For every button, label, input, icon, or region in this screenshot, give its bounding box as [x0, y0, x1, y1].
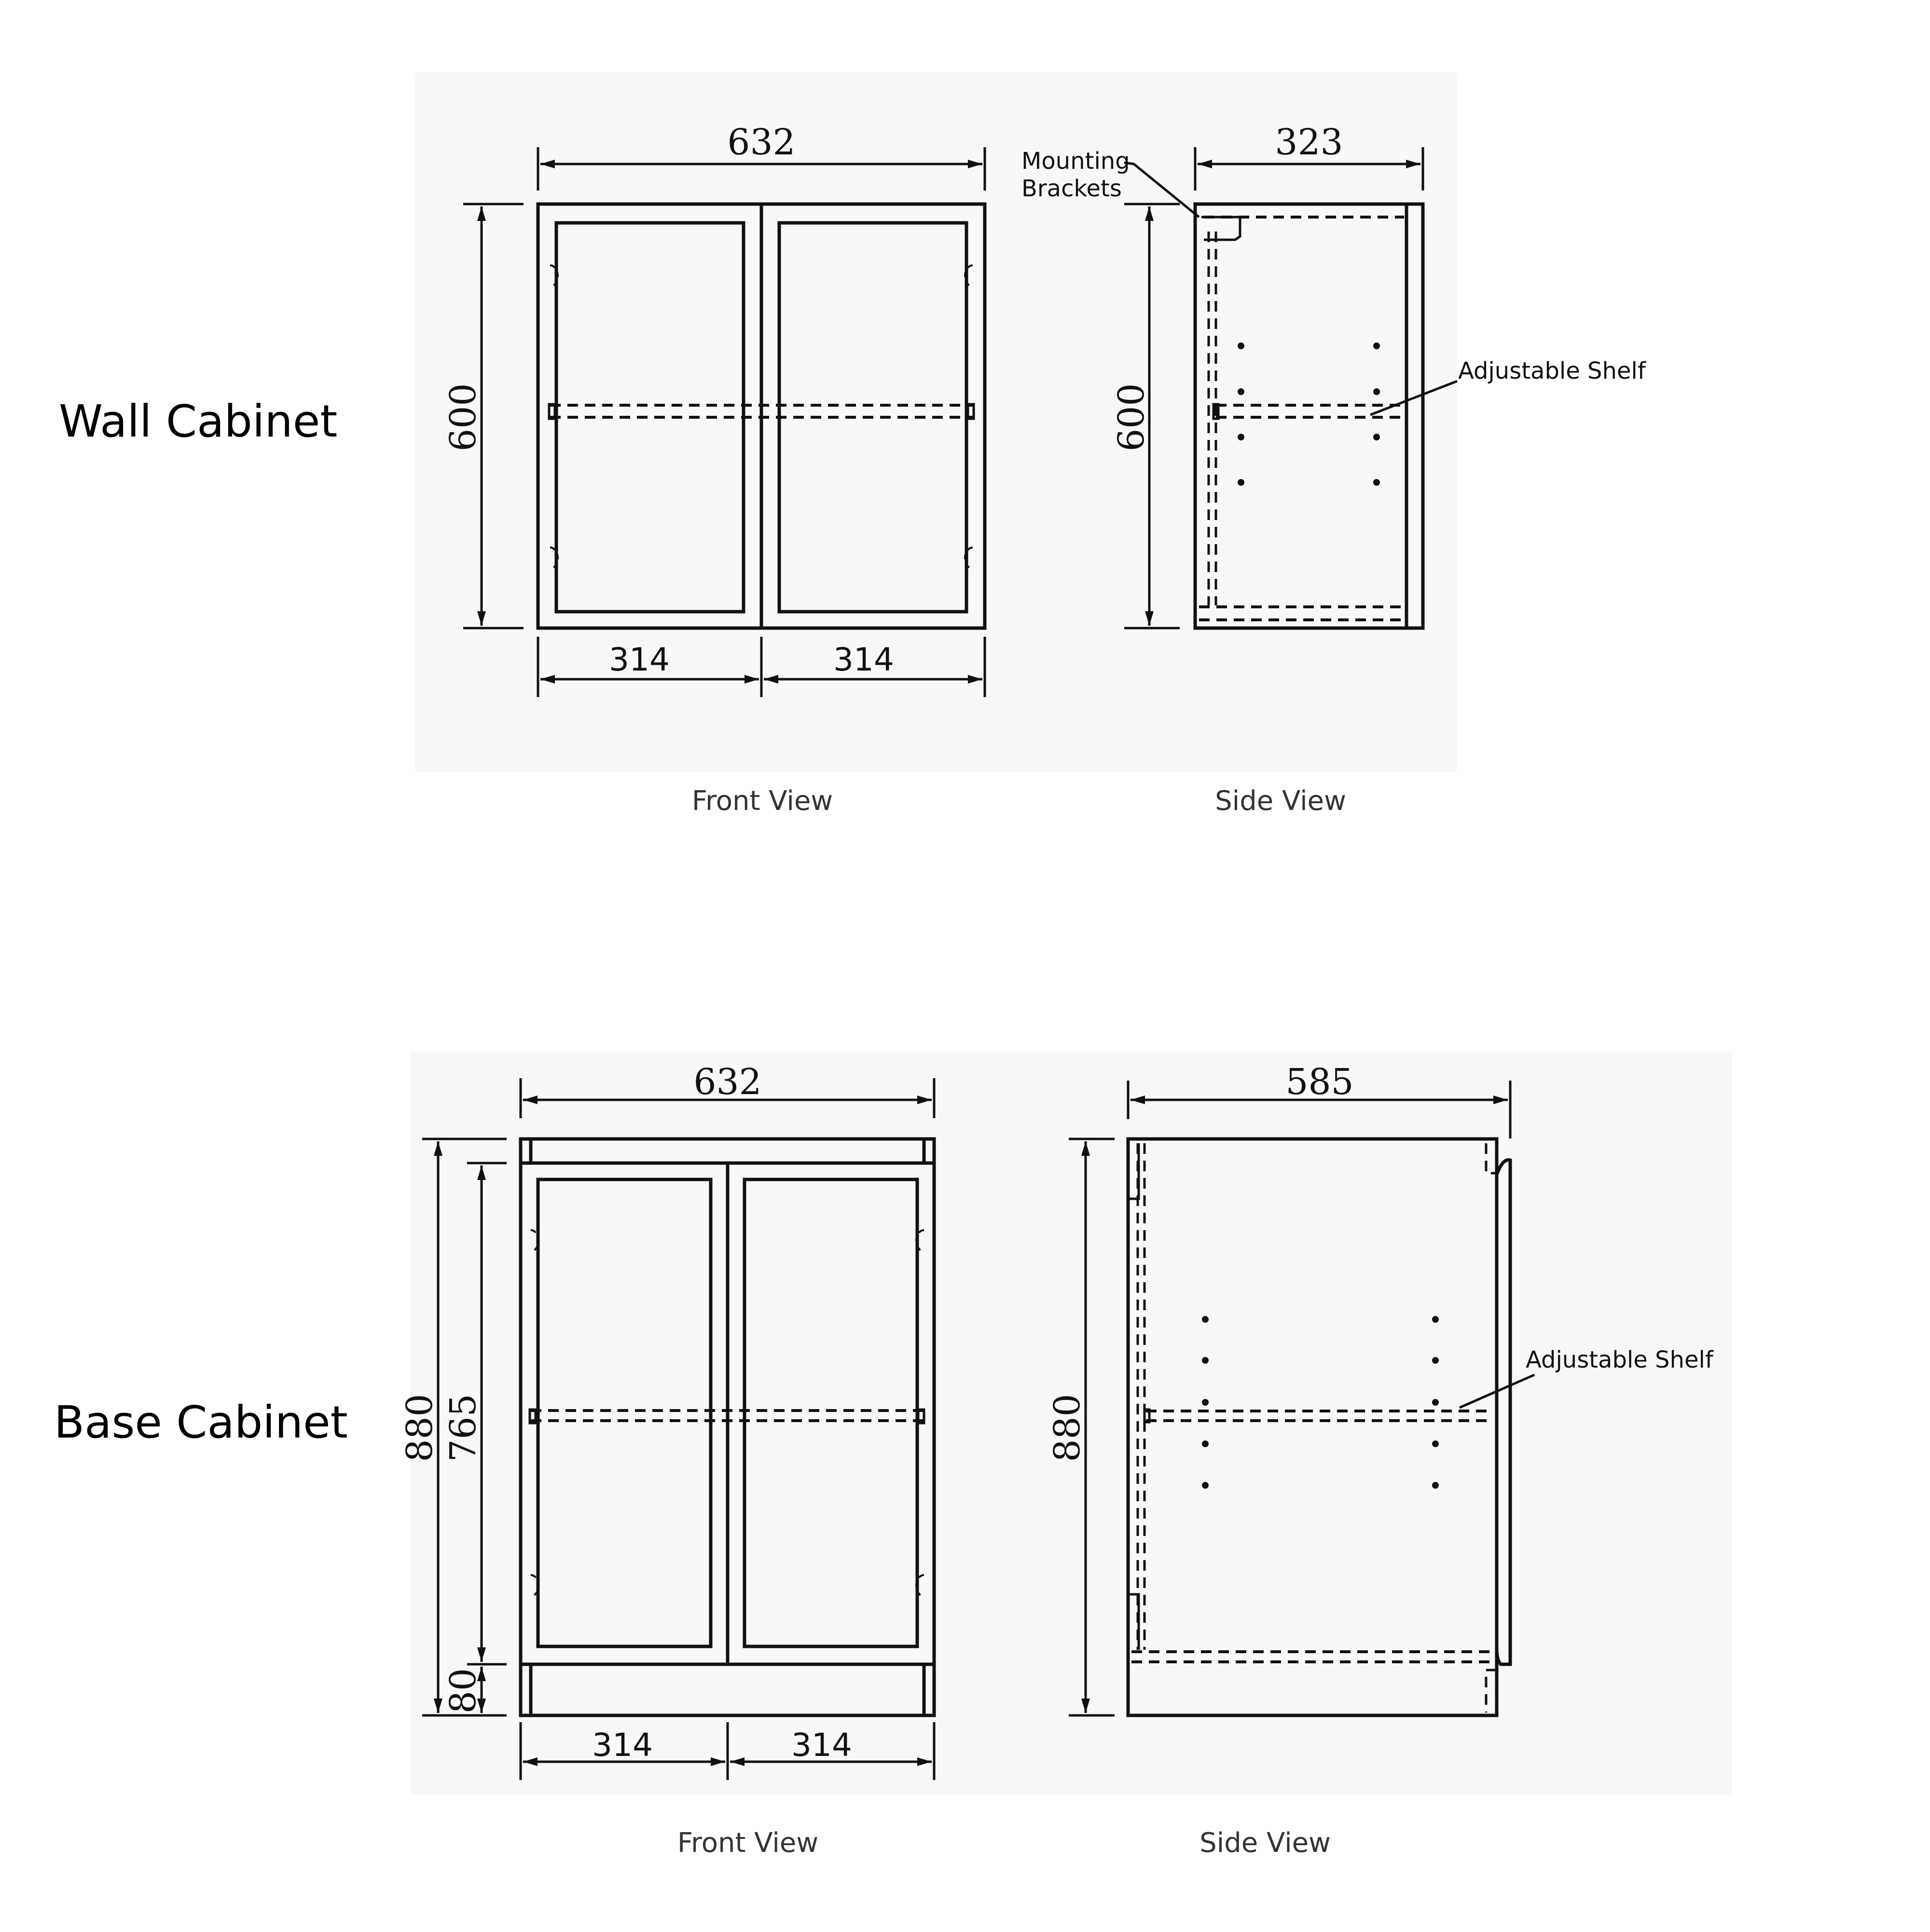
- base-side-view: 585 880 Adjustable Shelf: [1047, 1061, 1714, 1717]
- base-front-door-left-width-dim: 314: [592, 1726, 653, 1764]
- base-side-height-dim: 880: [1047, 1394, 1088, 1462]
- base-adjustable-shelf-callout: Adjustable Shelf: [1526, 1346, 1714, 1373]
- base-front-view: 632 880 765 80: [399, 1061, 936, 1780]
- mounting-bracket-icon: [1201, 216, 1241, 241]
- base-front-door-right-width-dim: 314: [791, 1726, 852, 1764]
- base-front-kick-height-dim: 80: [442, 1668, 484, 1713]
- base-cabinet-label: Base Cabinet: [54, 1397, 348, 1448]
- wall-side-view: 323 600 Mounting Brackets Adjustable She: [1021, 122, 1646, 630]
- wall-front-door-left-width-dim: 314: [609, 641, 670, 678]
- mounting-brackets-callout-line2: Brackets: [1021, 175, 1122, 202]
- wall-cabinet-label: Wall Cabinet: [59, 396, 338, 447]
- mounting-brackets-callout-line1: Mounting: [1021, 148, 1130, 175]
- wall-side-height-dim: 600: [1111, 383, 1152, 451]
- wall-side-view-label: Side View: [1215, 785, 1346, 817]
- base-front-width-dim: 632: [693, 1061, 761, 1103]
- base-front-total-height-dim: 880: [399, 1394, 441, 1462]
- wall-front-view: 632 600 314 314: [442, 122, 987, 697]
- base-side-depth-dim: 585: [1285, 1061, 1353, 1103]
- wall-adjustable-shelf-callout: Adjustable Shelf: [1458, 357, 1646, 384]
- base-front-view-label: Front View: [677, 1827, 819, 1859]
- wall-drawing-panel: [415, 72, 1457, 772]
- wall-front-door-right-width-dim: 314: [833, 641, 894, 678]
- wall-side-depth-dim: 323: [1275, 122, 1343, 163]
- wall-front-view-label: Front View: [691, 785, 833, 817]
- wall-front-height-dim: 600: [442, 383, 484, 451]
- base-front-door-height-dim: 765: [442, 1394, 484, 1462]
- base-side-view-label: Side View: [1199, 1827, 1331, 1859]
- wall-front-width-dim: 632: [727, 122, 795, 163]
